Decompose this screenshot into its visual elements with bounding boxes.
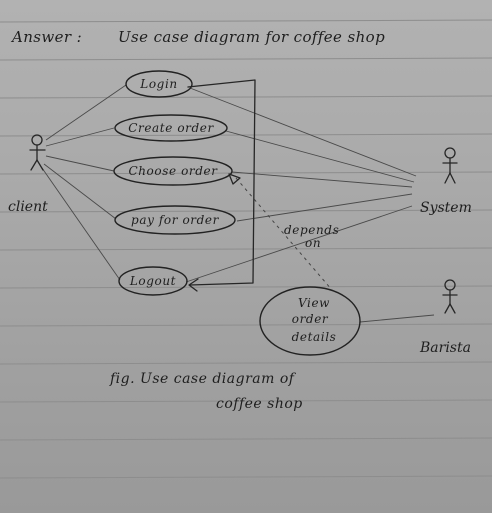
depends-label-line2: on — [305, 236, 321, 250]
login-ellipse — [125, 70, 193, 98]
client-actor-icon — [29, 134, 46, 171]
use-case-create-order: Create order — [128, 121, 214, 135]
use-case-choose-order: Choose order — [128, 164, 218, 178]
actor-barista-label: Barista — [419, 340, 471, 356]
barista-actor-icon — [442, 279, 458, 314]
diagram-title: Use case diagram for coffee shop — [118, 28, 385, 46]
barista-association — [359, 314, 435, 323]
figure-caption-line1: fig. Use case diagram of — [109, 371, 297, 387]
use-case-logout: Logout — [129, 274, 176, 288]
title-prefix: Answer : — [10, 28, 82, 46]
dependency-arrowhead — [228, 173, 241, 185]
view-order-details-ellipse — [259, 286, 361, 356]
use-case-pay-for-order: pay for order — [131, 213, 220, 227]
system-actor-icon — [442, 147, 458, 184]
use-case-view-line2: order — [292, 312, 329, 326]
depends-label-line1: depends — [284, 223, 339, 237]
actor-client-label: client — [8, 199, 48, 215]
pay-for-order-ellipse — [114, 205, 236, 235]
figure-caption-line2: coffee shop — [216, 396, 303, 412]
actor-system-label: System — [420, 200, 472, 216]
system-associations — [185, 87, 417, 283]
logout-ellipse — [118, 266, 188, 296]
use-case-view-line1: View — [298, 296, 330, 310]
choose-order-ellipse — [113, 156, 233, 186]
login-logout-connector — [187, 79, 256, 286]
create-order-ellipse — [114, 114, 228, 142]
use-case-view-line3: details — [292, 330, 337, 344]
use-case-login: Login — [139, 77, 177, 91]
logout-arrowhead — [188, 278, 199, 292]
client-associations — [41, 84, 127, 281]
